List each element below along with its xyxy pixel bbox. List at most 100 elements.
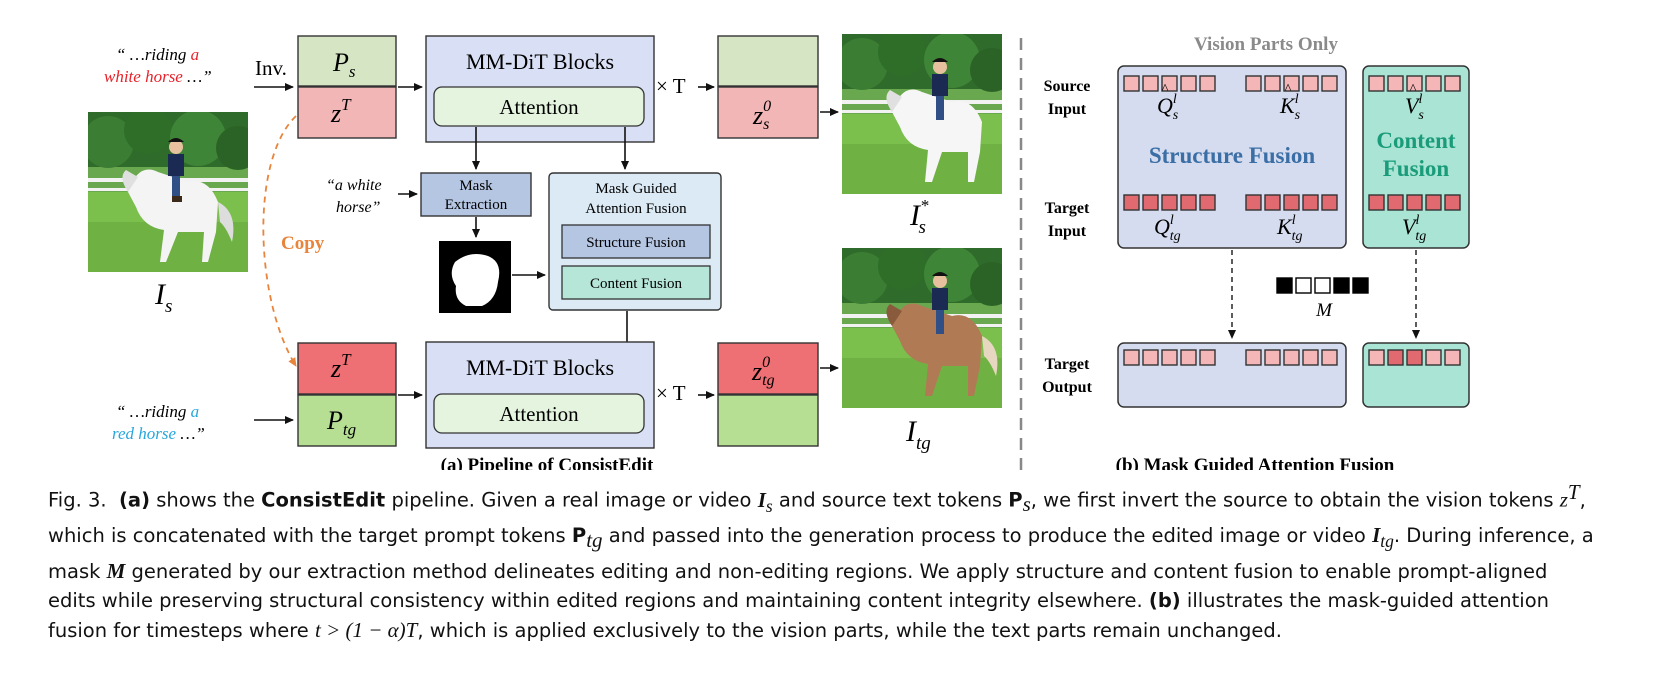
content-fusion-title-line2: Fusion: [1383, 156, 1450, 181]
token-square-k-out: [1283, 349, 1300, 366]
source-prompt: “ …riding a white horse …”: [104, 45, 212, 86]
token-square-k-out: [1264, 349, 1281, 366]
edited-target-image: [836, 242, 1014, 408]
zt-label: zT: [330, 95, 352, 128]
mask-cell: [1276, 277, 1293, 294]
mask-m-label: M: [1315, 300, 1333, 321]
mask-extraction-line1: Mask: [459, 178, 493, 194]
token-square-v-src: [1444, 75, 1461, 92]
source-vision-tokens: [297, 86, 397, 139]
target-prompt: “ …riding a red horse …”: [112, 402, 205, 443]
structure-fusion-label: Structure Fusion: [586, 235, 686, 251]
source-input-line1: Source: [1044, 78, 1091, 95]
token-square-k-src: [1264, 75, 1281, 92]
token-square-k-tg: [1321, 194, 1338, 211]
token-square-q-src: [1142, 75, 1159, 92]
mask-cell: [1295, 277, 1312, 294]
token-square-k-src: [1245, 75, 1262, 92]
structure-fusion-title: Structure Fusion: [1149, 143, 1316, 168]
token-square-v-tg: [1387, 194, 1404, 211]
pipeline-subtitle: (a) Pipeline of ConsistEdit: [441, 455, 654, 470]
token-square-v-src: [1425, 75, 1442, 92]
vision-parts-header: Vision Parts Only: [1194, 34, 1338, 55]
mask-cell: [1352, 277, 1369, 294]
mmdit-label-source: MM-DiT Blocks: [466, 49, 614, 74]
inversion-label: Inv.: [255, 56, 287, 80]
token-square-v-tg: [1406, 194, 1423, 211]
source-image: [82, 106, 260, 272]
token-square-k-tg: [1283, 194, 1300, 211]
svg-text:horse”: horse”: [336, 199, 381, 216]
token-rows-output: [1123, 349, 1461, 366]
mmdit-label-target: MM-DiT Blocks: [466, 355, 614, 380]
zt-target-label: zT: [330, 350, 352, 383]
source-output-prompt-tokens: [717, 35, 819, 87]
consistedit-diagram: “ …riding a white horse …” Inv. Is Ps zT…: [0, 28, 1470, 470]
attention-label-target: Attention: [499, 402, 579, 426]
token-square-v-out: [1387, 349, 1404, 366]
token-square-k-src: [1321, 75, 1338, 92]
attention-target: [433, 393, 645, 434]
token-square-q-tg: [1180, 194, 1197, 211]
mask-extraction-box: [420, 172, 532, 217]
ps-label: Ps: [332, 48, 356, 81]
recon-image-label: I*s: [909, 196, 929, 238]
mask-m-cells: [1276, 277, 1369, 294]
figure-caption: Fig. 3. (a) shows the ConsistEdit pipeli…: [48, 480, 1594, 642]
token-square-q-out: [1180, 349, 1197, 366]
v-src-mark: ^: [1410, 82, 1417, 97]
copy-label: Copy: [281, 233, 325, 254]
token-square-q-src: [1180, 75, 1197, 92]
token-square-q-src: [1123, 75, 1140, 92]
svg-text:“ …riding a: “ …riding a: [116, 45, 199, 64]
ptg-label: Ptg: [326, 406, 356, 439]
target-image-label: Itg: [905, 415, 931, 454]
token-square-v-out: [1406, 349, 1423, 366]
token-square-q-out: [1123, 349, 1140, 366]
mask-cell: [1314, 277, 1331, 294]
token-square-v-tg: [1444, 194, 1461, 211]
content-fusion-title-line1: Content: [1376, 128, 1456, 153]
copy-arrow: [262, 115, 297, 367]
token-square-q-tg: [1123, 194, 1140, 211]
svg-text:“ …riding a: “ …riding a: [116, 402, 199, 421]
token-square-q-src: [1199, 75, 1216, 92]
svg-text:red horse …”: red horse …”: [112, 424, 205, 443]
fusion-subtitle: (b) Mask Guided Attention Fusion: [1116, 455, 1395, 470]
token-square-k-src: [1283, 75, 1300, 92]
token-square-q-tg: [1199, 194, 1216, 211]
token-square-k-tg: [1245, 194, 1262, 211]
target-vision-tokens: [297, 342, 397, 395]
token-square-q-out: [1142, 349, 1159, 366]
token-square-k-out: [1321, 349, 1338, 366]
token-square-q-src: [1161, 75, 1178, 92]
content-fusion-box: [561, 265, 711, 300]
times-t-source: × T: [656, 74, 686, 98]
target-output-line1: Target: [1045, 356, 1090, 373]
magf-line2: Attention Fusion: [585, 201, 687, 217]
reconstructed-image: [836, 28, 1014, 194]
token-square-v-src: [1368, 75, 1385, 92]
target-input-line1: Target: [1045, 200, 1090, 217]
token-square-v-out: [1368, 349, 1385, 366]
svg-text:“a white: “a white: [326, 177, 382, 194]
source-input-line2: Input: [1048, 101, 1087, 118]
times-t-target: × T: [656, 381, 686, 405]
attention-source: [433, 86, 645, 127]
content-fusion-label: Content Fusion: [590, 276, 683, 292]
token-square-q-tg: [1142, 194, 1159, 211]
structure-fusion-box: [561, 224, 711, 259]
source-prompt-tokens: [297, 35, 397, 87]
token-square-k-src: [1302, 75, 1319, 92]
token-square-v-tg: [1368, 194, 1385, 211]
token-square-k-tg: [1302, 194, 1319, 211]
target-output-vision-tokens: [717, 342, 819, 395]
target-output-line2: Output: [1042, 379, 1092, 396]
token-square-v-out: [1425, 349, 1442, 366]
